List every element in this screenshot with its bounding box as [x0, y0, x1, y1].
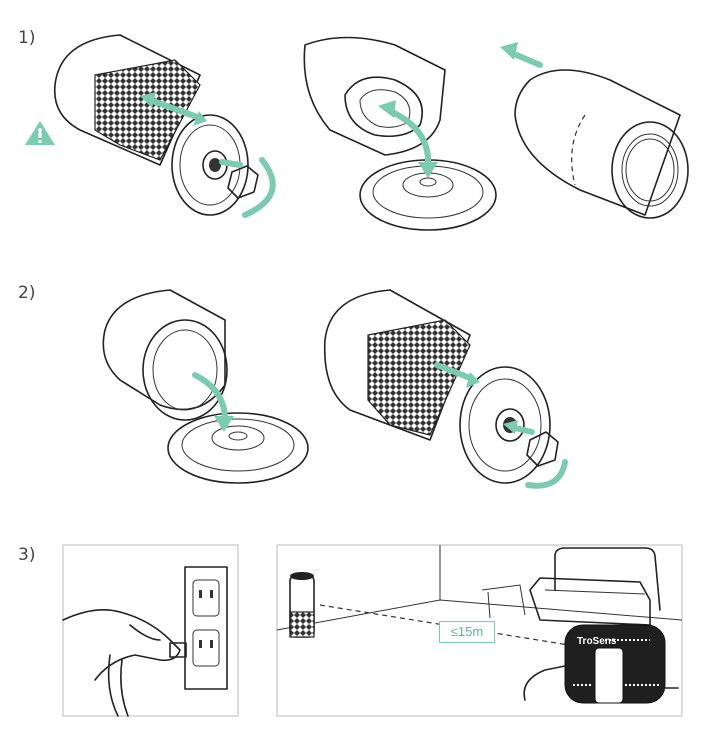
- plug-in-panel: [62, 544, 239, 717]
- wall-outlet-illustration: [184, 566, 228, 690]
- distance-label: ≤15m: [439, 621, 495, 643]
- filter-sleeve-illustration: [500, 42, 689, 219]
- room-scene-illustration: [276, 545, 683, 651]
- warning-icon: [25, 121, 55, 145]
- filter-removal-illustration: [303, 36, 497, 231]
- purifier-opening-illustration: [53, 34, 276, 218]
- step-3-label: 3): [18, 545, 36, 565]
- placement-panel: [276, 544, 683, 717]
- step-1-label: 1): [18, 28, 36, 48]
- sensor-device-illustration: [523, 547, 679, 704]
- purifier-small-illustration: [289, 572, 315, 638]
- step-2-label: 2): [18, 283, 36, 303]
- new-filter-insert-illustration: [102, 289, 309, 484]
- device-brand-label: TroSens: [577, 636, 617, 647]
- hand-plug-illustration: [62, 609, 187, 717]
- purifier-closing-illustration: [323, 289, 568, 489]
